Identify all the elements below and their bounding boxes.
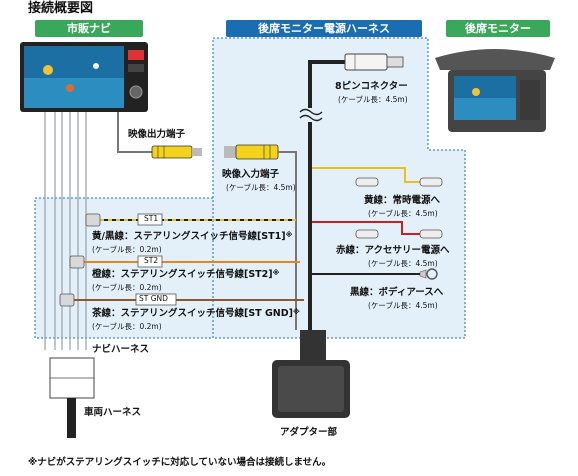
- st2-length: (ケーブル長：0.2m): [92, 283, 162, 292]
- rca-plug-out-icon: [151, 145, 202, 159]
- vehicle-harness-cable: [67, 398, 76, 438]
- bullet-connector-yellow-icon: [355, 177, 443, 187]
- stgnd-ref-mark: ※: [292, 308, 300, 316]
- rear-monitor-icon: [435, 49, 555, 132]
- st2-label-text: 橙線：ステアリングスイッチ信号線[ST2]: [92, 269, 273, 280]
- main-harness-cable: [308, 60, 345, 330]
- yellow-wire-length: (ケーブル長：4.5m): [368, 209, 438, 218]
- video-in-cable: [278, 151, 297, 330]
- red-wire: [312, 221, 420, 235]
- stgnd-tag: ST GND: [139, 294, 168, 303]
- video-in-label: 映像入力端子: [222, 169, 280, 180]
- st1-tag: ST1: [144, 214, 159, 223]
- st1-label-text: 黄/黒線：ステアリングスイッチ信号線[ST1]: [92, 231, 286, 242]
- video-in-length: (ケーブル長：4.5m): [226, 183, 296, 192]
- st2-tag: ST2: [144, 256, 159, 265]
- red-wire-label: 赤線：アクセサリー電源へ: [336, 245, 450, 256]
- connector8-length: (ケーブル長：4.5m): [338, 95, 408, 104]
- footnote: ※ナビがステアリングスイッチに対応していない場合は接続しません。: [28, 457, 332, 468]
- adapter-box-icon: [272, 330, 350, 418]
- harness-header: 後席モニター電源ハーネス: [226, 20, 422, 37]
- black-wire-length: (ケーブル長：4.5m): [368, 301, 438, 310]
- nav-header: 市販ナビ: [35, 20, 143, 37]
- monitor-header: 後席モニター: [446, 20, 550, 37]
- nav-harness-wires: [44, 108, 87, 350]
- stgnd-length: (ケーブル長：0.2m): [92, 322, 162, 331]
- yellow-wire-label: 黄線：常時電源へ: [364, 195, 441, 206]
- st-tag-boxes: [135, 213, 177, 306]
- red-wire-length: (ケーブル長：4.5m): [368, 259, 438, 268]
- cable-break-icon: [299, 108, 323, 122]
- stgnd-label: 茶線：ステアリングスイッチ信号線[ST GND]※: [92, 309, 300, 319]
- car-nav-unit-icon: [20, 42, 148, 112]
- stgnd-label-text: 茶線：ステアリングスイッチ信号線[ST GND]: [92, 308, 293, 319]
- st1-label: 黄/黒線：ステアリングスイッチ信号線[ST1]※: [92, 232, 292, 242]
- nav-harness-label: ナビハーネス: [92, 344, 150, 355]
- yellow-wire: [312, 167, 420, 183]
- st2-ref-mark: ※: [272, 269, 280, 277]
- connector8-icon: [344, 53, 404, 71]
- black-wire-label: 黒線：ボディアースへ: [350, 287, 444, 298]
- adapter-label: アダプター部: [280, 427, 338, 438]
- st2-label: 橙線：ステアリングスイッチ信号線[ST2]※: [92, 270, 279, 280]
- st1-ref-mark: ※: [285, 231, 293, 239]
- video-out-label: 映像出力端子: [128, 129, 186, 140]
- ring-terminal-icon: [419, 268, 438, 280]
- st1-length: (ケーブル長：0.2m): [92, 245, 162, 254]
- bullet-connector-red-icon: [355, 229, 443, 239]
- st-connector-icons: [59, 213, 101, 307]
- connector8-label: 8ピンコネクター: [335, 81, 408, 92]
- nav-harness-connector-icon: [49, 357, 95, 399]
- rca-plug-in-icon: [224, 144, 279, 160]
- page-title: 接続概要図: [28, 1, 94, 16]
- vehicle-harness-label: 車両ハーネス: [84, 407, 142, 418]
- video-out-cable: [117, 112, 152, 153]
